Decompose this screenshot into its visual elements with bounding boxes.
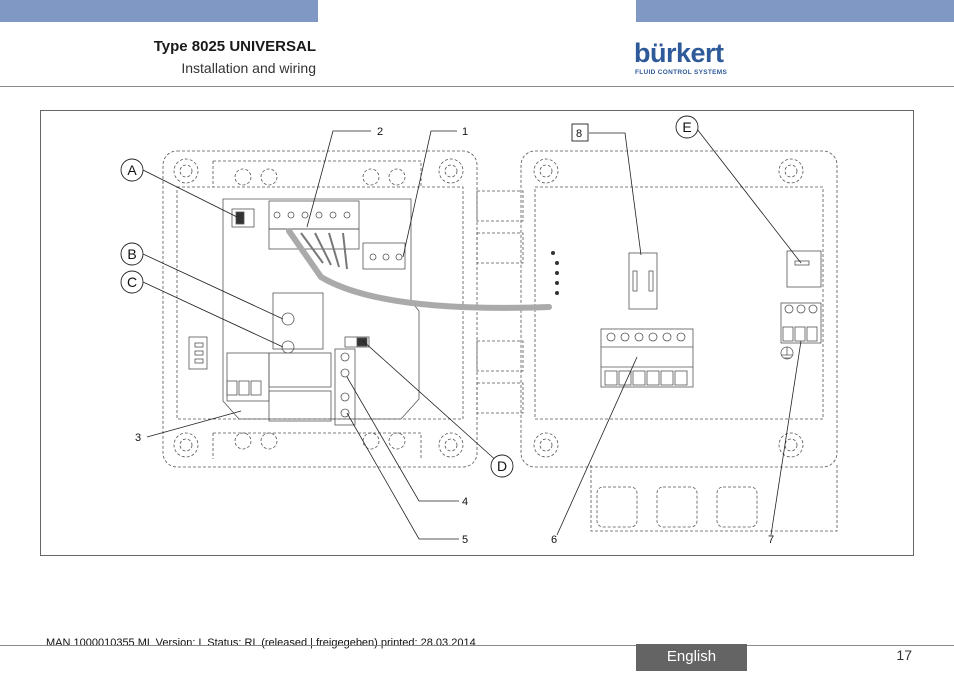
page-title: Type 8025 UNIVERSAL xyxy=(153,38,316,55)
callout-7: 7 xyxy=(768,534,774,546)
header-bar-left xyxy=(0,0,318,22)
header-bar-right xyxy=(636,0,954,22)
callout-8: 8 xyxy=(576,128,582,140)
cable-bundle xyxy=(286,228,552,311)
leader-lines xyxy=(142,128,802,540)
callout-2: 2 xyxy=(377,126,383,138)
callout-3: 3 xyxy=(135,432,141,444)
page-subtitle: Installation and wiring xyxy=(181,60,316,76)
right-housing xyxy=(520,150,838,532)
housing-hinges xyxy=(476,190,524,414)
callout-B: B xyxy=(127,246,136,262)
cable-ends xyxy=(551,251,559,295)
wiring-diagram-svg: 2 1 3 4 5 6 7 8 A B C D E xyxy=(120,115,838,546)
callout-E: E xyxy=(682,119,691,135)
page-number: 17 xyxy=(896,647,912,663)
callout-4: 4 xyxy=(462,496,468,508)
burkert-logo: bürkert FLUID CONTROL SYSTEMS xyxy=(634,38,734,80)
callout-A: A xyxy=(127,162,137,178)
logo-wordmark: bürkert xyxy=(634,38,724,68)
callout-frames xyxy=(120,115,699,478)
logo-tagline: FLUID CONTROL SYSTEMS xyxy=(635,69,728,76)
language-tab: English xyxy=(636,644,747,671)
callout-D: D xyxy=(497,458,507,474)
electronic-board xyxy=(188,198,420,426)
callout-5: 5 xyxy=(462,534,468,546)
wiring-diagram: 2 1 3 4 5 6 7 8 A B C D E xyxy=(40,110,914,556)
callout-6: 6 xyxy=(551,534,557,546)
right-components xyxy=(600,250,822,388)
document-metadata: MAN 1000010355 ML Version: L Status: RL … xyxy=(46,637,476,649)
footer-divider xyxy=(0,645,954,646)
callout-1: 1 xyxy=(462,126,468,138)
header-divider xyxy=(0,86,954,87)
callout-C: C xyxy=(127,274,137,290)
